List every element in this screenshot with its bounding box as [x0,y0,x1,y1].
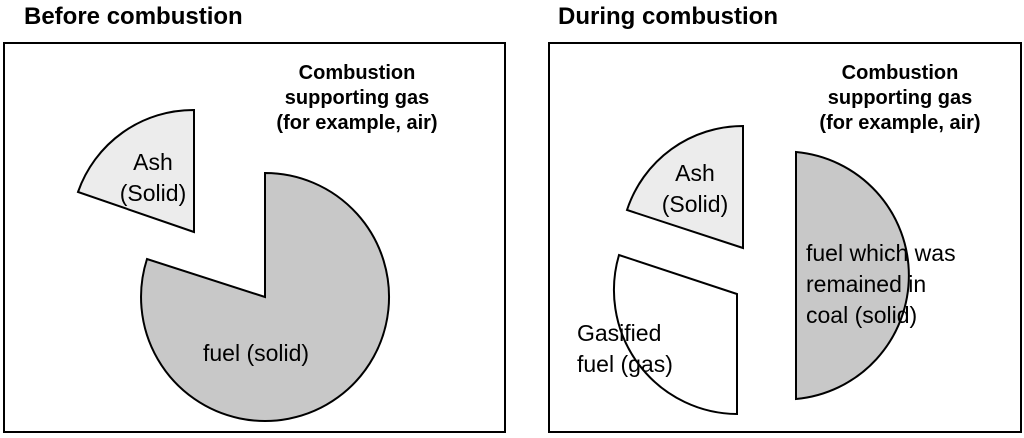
remaining-fuel-line: fuel which was [806,240,956,266]
fuel-solid-shape-before [140,171,391,422]
gasified-fuel-line: fuel (gas) [577,351,673,377]
gas-label-line: supporting gas [827,87,973,109]
ash-slice-before [76,108,195,234]
gasified-fuel-shape [612,253,738,416]
ash-label-line: Ash [133,149,173,175]
gas-label-line: supporting gas [284,87,430,109]
fuel-label-before: fuel (solid) [203,340,310,366]
remaining-fuel-shape [795,150,910,401]
remaining-fuel-line: remained in [806,271,927,297]
ash-label-line: Ash [675,160,715,186]
ash-label-during: Ash (Solid) [650,158,740,220]
ash-label-line: (Solid) [119,180,187,206]
gasified-fuel-label: Gasified fuel (gas) [577,318,673,380]
during-combustion-title: During combustion [558,3,778,30]
remaining-fuel-label: fuel which was remained in coal (solid) [806,238,956,331]
gas-label-line: (for example, air) [819,112,981,134]
ash-label-before: Ash (Solid) [108,147,198,209]
gas-label-line: Combustion [298,62,416,84]
gas-label-line: (for example, air) [276,112,438,134]
during-combustion-panel [548,42,1022,433]
gas-label-before: Combustion supporting gas (for example, … [242,61,472,136]
remaining-fuel-line: coal (solid) [806,302,918,328]
gas-label-during: Combustion supporting gas (for example, … [790,61,1010,136]
gas-label-line: Combustion [841,62,959,84]
before-combustion-title: Before combustion [24,3,243,30]
ash-slice-during [625,124,744,250]
gasified-fuel-line: Gasified [577,320,662,346]
ash-label-line: (Solid) [661,191,729,217]
